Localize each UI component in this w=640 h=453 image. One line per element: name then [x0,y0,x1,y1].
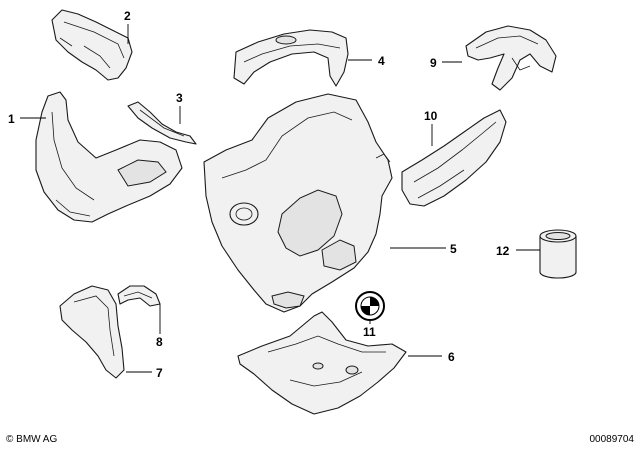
callout-7: 7 [156,366,163,380]
part-8-mudguard-insert [117,285,161,307]
callout-3: 3 [176,91,183,105]
part-7-front-fender [59,285,125,379]
callout-8: 8 [156,335,163,349]
callout-12: 12 [496,244,510,258]
callout-labels: 1 2 3 4 5 6 7 8 9 10 11 12 [8,9,510,380]
part-5-side-fairing [203,93,393,313]
part-3-trim-piece [127,101,197,145]
callout-5: 5 [450,242,457,256]
part-11-bmw-emblem [355,291,385,321]
callout-10: 10 [424,109,438,123]
part-12-tape-roll [539,229,577,279]
callout-2: 2 [124,9,131,23]
part-4-rear-cowl [233,29,349,87]
callout-9: 9 [430,56,437,70]
part-2-windshield-bracket [51,9,133,81]
drawing-number: 00089704 [590,434,635,445]
part-1-front-fairing [35,91,183,223]
callout-1: 1 [8,112,15,126]
part-9-rear-bracket [465,25,557,91]
copyright-label: © BMW AG [6,434,57,445]
callout-6: 6 [448,350,455,364]
part-10-side-panel [401,109,507,207]
leader-lines [20,24,540,373]
part-6-belly-pan [237,311,407,415]
callout-4: 4 [378,54,385,68]
callout-11: 11 [363,325,376,339]
